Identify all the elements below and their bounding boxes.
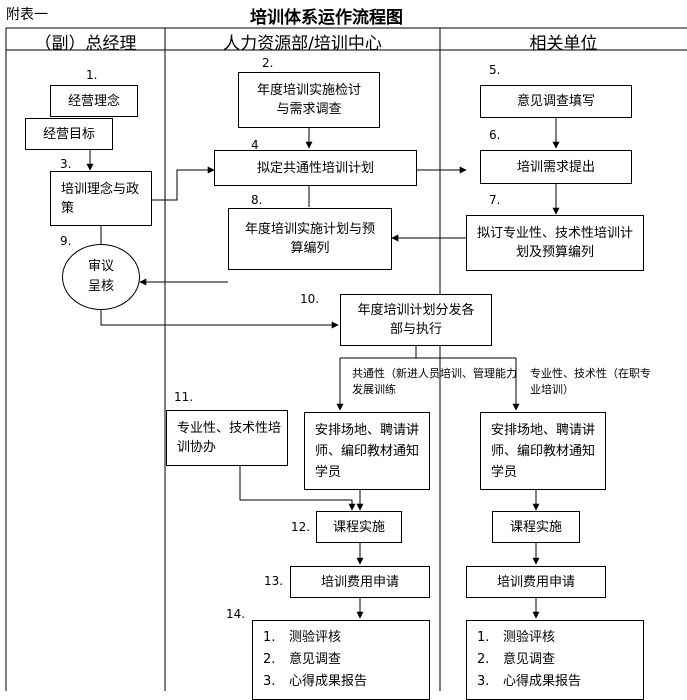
step-review-approve: 审议呈核 xyxy=(62,244,140,310)
step-business-goal: 经营目标 xyxy=(25,118,113,150)
step-annual-plan-budget: 年度培训实施计划与预算编列 xyxy=(228,208,392,270)
step-number-13: 13. xyxy=(264,574,284,588)
step-survey-fill: 意见调查填写 xyxy=(480,85,632,118)
step-number-7: 7. xyxy=(489,193,501,207)
step-fee-common: 培训费用申请 xyxy=(290,566,430,598)
step-number-11: 11. xyxy=(174,390,194,404)
step-number-6: 6. xyxy=(489,128,501,142)
column-header-related: 相关单位 xyxy=(529,34,598,54)
step-distribute-execute: 年度培训计划分发各部与执行 xyxy=(340,294,492,346)
branch-label-common: 共通性（新进人员培训、管理能力发展训练 xyxy=(352,367,517,396)
step-special-assist: 专业性、技术性培训协办 xyxy=(166,410,288,466)
step-number-4: 4 xyxy=(251,138,259,152)
step-arrange-special: 安排场地、聘请讲师、编印教材通知学员 xyxy=(480,412,606,490)
step-course-common: 课程实施 xyxy=(316,511,402,543)
step-number-1: 1. xyxy=(86,68,98,82)
eval-item: 2.意见调查 xyxy=(263,652,342,667)
step-arrange-common: 安排场地、聘请讲师、编印教材通知学员 xyxy=(304,412,430,490)
page-title: 培训体系运作流程图 xyxy=(250,8,403,28)
step-number-12: 12. xyxy=(291,520,311,534)
step-common-plan: 拟定共通性培训计划 xyxy=(214,150,417,186)
eval-item: 1.测验评核 xyxy=(263,630,342,645)
step-number-5: 5. xyxy=(489,63,501,77)
eval-item: 3.心得成果报告 xyxy=(477,674,582,689)
step-training-policy: 培训理念与政策 xyxy=(50,171,152,226)
step-number-9: 9. xyxy=(60,234,72,248)
step-special-plan-budget: 拟订专业性、技术性培训计划及预算编列 xyxy=(466,215,644,271)
step-number-3: 3. xyxy=(60,157,72,171)
eval-item: 2.意见调查 xyxy=(477,652,556,667)
step-number-2: 2. xyxy=(262,56,274,70)
eval-list-common: 1.测验评核 2.意见调查 3.心得成果报告 xyxy=(252,620,430,700)
branch-label-special: 专业性、技术性（在职专业培训） xyxy=(530,367,651,396)
step-number-14: 14. xyxy=(226,607,246,621)
step-course-special: 课程实施 xyxy=(492,511,580,543)
step-review-and-survey: 年度培训实施检讨与需求调查 xyxy=(238,72,380,128)
step-fee-special: 培训费用申请 xyxy=(466,566,606,598)
eval-item: 1.测验评核 xyxy=(477,630,556,645)
column-header-gm: （副）总经理 xyxy=(34,34,137,54)
eval-list-special: 1.测验评核 2.意见调查 3.心得成果报告 xyxy=(466,620,644,700)
step-business-philosophy: 经营理念 xyxy=(50,85,138,117)
column-header-hr: 人力资源部/培训中心 xyxy=(223,34,382,54)
step-number-10: 10. xyxy=(300,292,320,306)
eval-item: 3.心得成果报告 xyxy=(263,674,368,689)
step-needs-submit: 培训需求提出 xyxy=(480,150,632,184)
step-number-8: 8. xyxy=(251,193,263,207)
figure-label: 附表一 xyxy=(6,7,48,23)
